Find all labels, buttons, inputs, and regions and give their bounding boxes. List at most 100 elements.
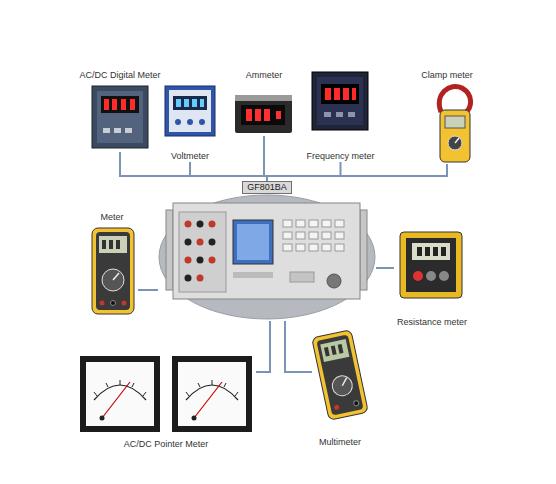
- node-label: Meter: [100, 212, 123, 223]
- connector-line: [256, 321, 270, 372]
- pointer-meter: [178, 362, 246, 426]
- digital-panel-meter: [114, 128, 121, 133]
- multimeter: [353, 400, 359, 406]
- digital-panel-meter: [101, 96, 139, 113]
- ammeter-panel: [255, 109, 261, 121]
- multimeter: [324, 347, 330, 357]
- voltmeter-panel: [165, 86, 215, 136]
- digital-panel-meter: [130, 99, 135, 110]
- calibrator-device: [209, 239, 216, 246]
- calibrator-node: GF801BA: [158, 181, 376, 321]
- resistance-meter: [425, 247, 430, 256]
- connector-line: [285, 321, 312, 372]
- voltmeter-panel: [192, 99, 197, 107]
- digital-panel-meter: [125, 128, 132, 133]
- meter-node: AC/DC Pointer Meter: [76, 352, 256, 450]
- meter-node: Ammeter: [233, 70, 295, 136]
- calibrator-device: [309, 232, 318, 239]
- pointer-meter: [94, 385, 146, 400]
- calibrator-device: [290, 272, 314, 282]
- calibrator-device: [360, 210, 367, 290]
- handheld-meter: [111, 301, 116, 306]
- pointer-meter: [86, 362, 154, 426]
- multimeter: [338, 344, 344, 354]
- node-label: Clamp meter: [421, 70, 473, 81]
- meter-node: Multimeter: [312, 328, 368, 448]
- connector-line: [267, 162, 341, 181]
- ammeter-panel: [276, 111, 281, 119]
- frequency-meter-panel: [325, 88, 331, 100]
- node-label: Voltmeter: [171, 151, 209, 162]
- pointer-meter: [80, 356, 160, 432]
- calibrator-device: [209, 221, 216, 228]
- frequency-meter-panel: [324, 112, 331, 117]
- clamp-meter: [440, 110, 470, 162]
- voltmeter-panel: [173, 96, 207, 110]
- calibrator-device: [197, 257, 204, 264]
- connector-line: [267, 164, 447, 181]
- frequency-meter-panel: [317, 77, 363, 125]
- frequency-meter-panel: [334, 88, 340, 100]
- pointer-meter: [102, 382, 130, 418]
- calibrator-device: [209, 257, 216, 264]
- resistance-meter: [441, 247, 446, 256]
- calibrator-device: [322, 220, 331, 227]
- pointer-meter: [132, 383, 134, 387]
- calibrator-device: [296, 220, 305, 227]
- resistance-meter: [400, 232, 462, 298]
- calibrator-device: [237, 224, 269, 260]
- handheld-meter: [116, 240, 120, 249]
- ammeter-panel: [246, 109, 252, 121]
- handheld-meter: [113, 273, 119, 280]
- meter-node: Frequency meter: [304, 70, 377, 162]
- pointer-meter: [198, 383, 200, 387]
- node-label: Ammeter: [246, 70, 283, 81]
- resistance-meter: [417, 247, 422, 256]
- meter-node: AC/DC Digital Meter: [77, 70, 163, 152]
- multimeter: [316, 335, 363, 416]
- multimeter: [334, 404, 340, 410]
- calibrator-device: [283, 220, 292, 227]
- clamp-meter: [439, 86, 470, 162]
- digital-panel-meter: [103, 128, 110, 133]
- voltmeter-panel: [169, 90, 211, 132]
- voltmeter-panel: [187, 119, 193, 125]
- voltmeter-panel: [184, 99, 189, 107]
- digital-panel-meter: [92, 86, 148, 148]
- calibrator-device: [335, 244, 344, 251]
- calibrator-device: [283, 244, 292, 251]
- pointer-meter: [186, 392, 189, 396]
- pointer-meter: [194, 382, 222, 418]
- calibrator-device: [185, 221, 192, 228]
- connector-line: [138, 289, 158, 291]
- voltmeter-panel: [175, 119, 181, 125]
- connector-line: [376, 267, 394, 269]
- connector-line: [264, 136, 267, 181]
- voltmeter-panel: [200, 99, 204, 107]
- handheld-meter: [92, 228, 134, 314]
- handheld-meter: [96, 232, 130, 310]
- clamp-meter: [445, 116, 465, 128]
- multimeter: [330, 374, 354, 398]
- voltmeter-panel: [165, 86, 215, 136]
- calibrator-device: [233, 272, 273, 278]
- calibrator-device: [166, 210, 173, 290]
- pointer-meter: [186, 385, 238, 400]
- node-label: AC/DC Digital Meter: [79, 70, 160, 81]
- pointer-meter: [100, 416, 105, 421]
- calibrator-device: [197, 275, 204, 282]
- handheld-meter: [100, 301, 105, 306]
- pointer-meter: [80, 356, 160, 432]
- frequency-meter-panel: [321, 84, 359, 104]
- connector-line: [120, 152, 267, 181]
- resistance-meter: [433, 247, 438, 256]
- digital-panel-meter: [121, 99, 126, 110]
- calibrator-device: [179, 212, 226, 292]
- digital-panel-meter: [112, 99, 117, 110]
- calibrator-device: [185, 239, 192, 246]
- pointer-meter: [106, 383, 108, 387]
- pointer-meter: [192, 416, 197, 421]
- ammeter-panel: [264, 109, 270, 121]
- calibrator-device: [283, 232, 292, 239]
